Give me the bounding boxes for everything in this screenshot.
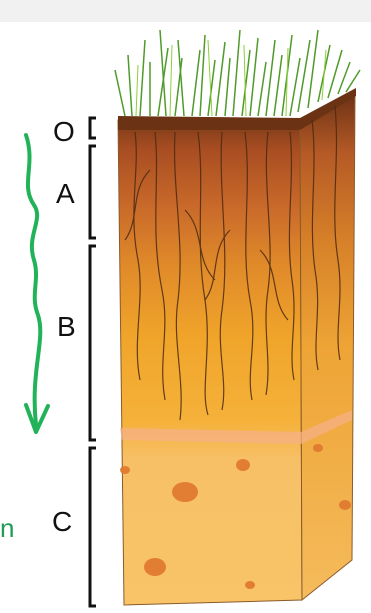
partial-text: n [0, 515, 14, 541]
horizon-brackets [90, 118, 96, 606]
bracket-b [90, 246, 96, 440]
label-o: O [53, 118, 75, 146]
bracket-c [90, 448, 96, 606]
grass [115, 30, 360, 116]
downward-arrow [26, 135, 48, 432]
label-c: C [52, 508, 72, 536]
label-b: B [57, 313, 76, 341]
soil-block-front [118, 120, 302, 605]
bracket-o [90, 118, 96, 138]
label-a: A [56, 180, 75, 208]
soil-block-side [300, 92, 355, 600]
bracket-a [90, 146, 96, 238]
